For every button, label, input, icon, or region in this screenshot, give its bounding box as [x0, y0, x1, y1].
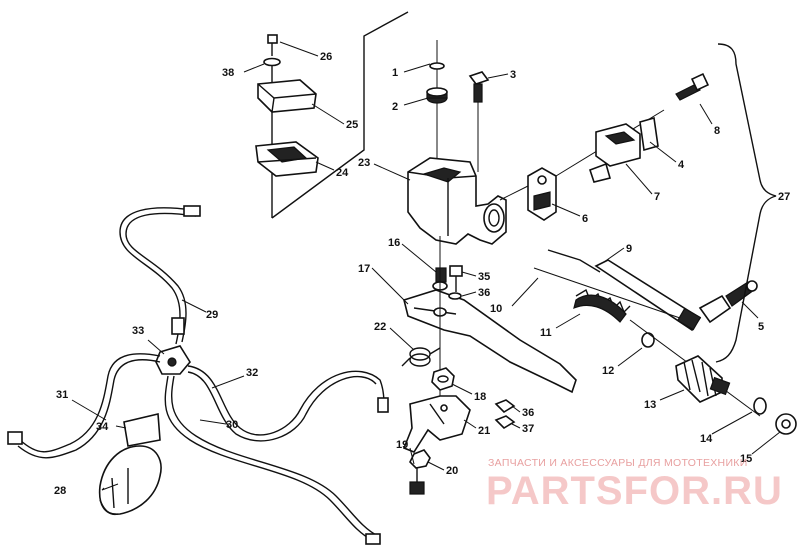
callout-19: 19: [396, 439, 408, 451]
washer-part-36-top: [448, 292, 462, 300]
callout-10: 10: [490, 303, 502, 315]
bolt-part-35: [449, 265, 463, 292]
plate-part-4: [639, 116, 659, 152]
brake-hose-part-31: [7, 353, 161, 459]
callout-35: 35: [478, 271, 490, 283]
adjuster-part-5: [725, 280, 758, 307]
label-tag-part-34: [123, 413, 161, 447]
callout-25: 25: [346, 119, 358, 131]
callout-18: 18: [474, 391, 486, 403]
callout-29: 29: [206, 309, 218, 321]
brake-hose-part-32: [187, 365, 389, 442]
callout-31: 31: [56, 389, 68, 401]
callout-2: 2: [392, 101, 398, 113]
callout-5: 5: [758, 321, 764, 333]
callout-labels: 1 2 3 4 5 6 7 8 9 10 11 12 13 14 15 16 1…: [54, 51, 790, 497]
callout-28: 28: [54, 485, 66, 497]
callout-20: 20: [446, 465, 458, 477]
spring-part-11: [573, 288, 631, 323]
callout-32: 32: [246, 367, 258, 379]
callout-12: 12: [602, 365, 614, 377]
washer-part-1: [429, 62, 445, 70]
callout-34: 34: [96, 421, 109, 433]
bushing-part-16: [435, 267, 447, 283]
callout-8: 8: [714, 125, 720, 137]
switch-part-7: [588, 123, 641, 183]
callout-33: 33: [132, 325, 144, 337]
callout-9: 9: [626, 243, 632, 255]
callout-11: 11: [540, 327, 552, 339]
callout-27: 27: [778, 191, 790, 203]
washer-part-36-bottom: [494, 399, 516, 414]
mount-bracket-part-6: [527, 167, 557, 221]
callout-13: 13: [644, 399, 656, 411]
callout-26: 26: [320, 51, 332, 63]
spring-part-13: [675, 355, 731, 403]
callout-15: 15: [740, 453, 752, 465]
callout-3: 3: [510, 69, 516, 81]
washer-part-37: [494, 415, 516, 430]
boot-part-28: [98, 445, 162, 516]
splitter-part-33: [155, 345, 191, 375]
washer-part-15: [775, 413, 797, 435]
callout-24: 24: [336, 167, 349, 179]
callout-36-bottom: 36: [522, 407, 534, 419]
bolt-part-19: [409, 460, 425, 495]
callout-7: 7: [654, 191, 660, 203]
callout-16: 16: [388, 237, 400, 249]
callout-17: 17: [358, 263, 370, 275]
nut-part-20: [409, 449, 431, 469]
bushing-part-2: [426, 87, 448, 104]
cable-part-9: [547, 249, 732, 332]
lever-bracket-part-21: [402, 395, 471, 453]
callout-38: 38: [222, 67, 234, 79]
spring-part-22: [401, 347, 441, 367]
group-bracket-27: [715, 43, 777, 363]
callout-22: 22: [374, 321, 386, 333]
callout-21: 21: [478, 425, 490, 437]
callout-23: 23: [358, 157, 370, 169]
screw-part-8: [675, 72, 710, 101]
callout-37: 37: [522, 423, 534, 435]
callout-1: 1: [392, 67, 398, 79]
leader-lines: [71, 41, 781, 491]
watermark: ЗАПЧАСТИ И АКСЕССУАРЫ ДЛЯ МОТОТЕХНИКИ PA…: [486, 457, 783, 513]
brake-hose-part-30: [164, 375, 381, 545]
watermark-caption: ЗАПЧАСТИ И АКСЕССУАРЫ ДЛЯ МОТОТЕХНИКИ: [488, 457, 748, 469]
reservoir-cap-group: [255, 11, 409, 219]
callout-6: 6: [582, 213, 588, 225]
callout-14: 14: [700, 433, 713, 445]
washer-part-14: [753, 397, 767, 415]
watermark-brand: PARTSFOR.RU: [486, 469, 783, 513]
bolt-part-3: [468, 71, 490, 172]
callout-4: 4: [678, 159, 685, 171]
brake-hose-part-29: [119, 205, 201, 345]
nut-part-18: [431, 367, 455, 391]
washer-part-12: [641, 332, 655, 348]
master-cylinder-body: [407, 157, 507, 245]
callout-30: 30: [226, 419, 238, 431]
callout-36-top: 36: [478, 287, 490, 299]
